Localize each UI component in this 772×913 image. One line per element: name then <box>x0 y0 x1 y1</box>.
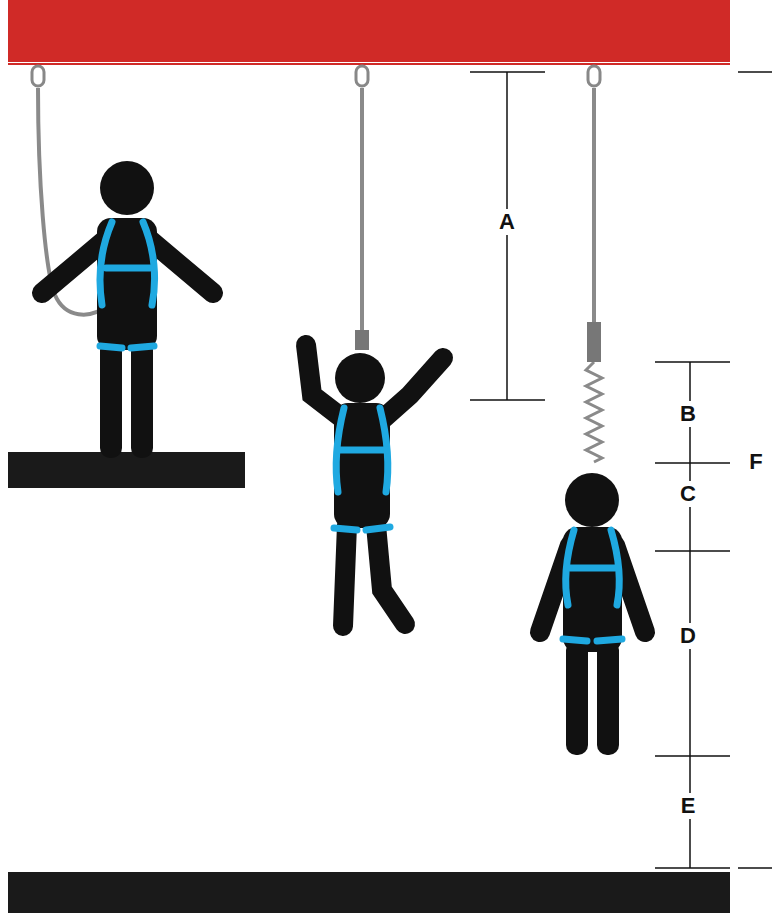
ground <box>8 872 730 913</box>
worker-suspended <box>540 473 645 755</box>
dimension-label: A <box>496 209 518 235</box>
dimension-label: D <box>677 623 699 649</box>
platform <box>8 452 245 488</box>
dimension-lines <box>470 72 772 868</box>
dimension-label: C <box>677 481 699 507</box>
anchor-beam <box>8 0 730 62</box>
lanyards <box>38 88 602 462</box>
worker-standing <box>42 161 213 458</box>
dimension-label: E <box>678 793 699 819</box>
carabiners <box>32 66 600 86</box>
dimension-label: F <box>746 449 765 475</box>
dimension-label: B <box>677 401 699 427</box>
shock-absorbers <box>355 322 601 362</box>
beam-edge <box>8 63 730 65</box>
worker-falling <box>306 345 443 626</box>
